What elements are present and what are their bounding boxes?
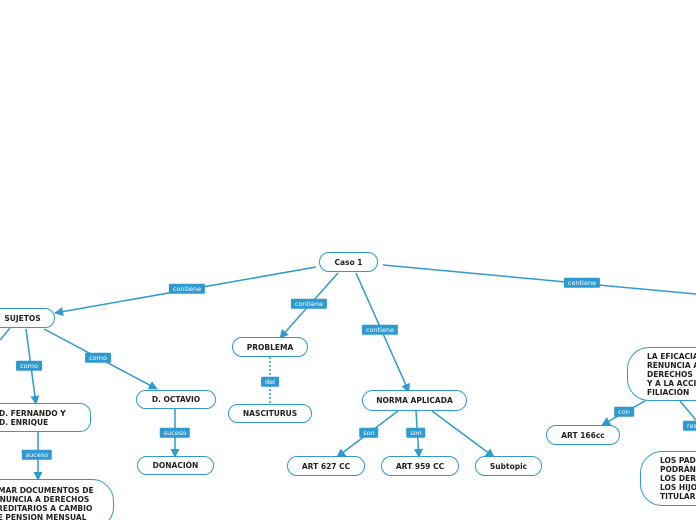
node-nasciturus[interactable]: NASCITURUS bbox=[228, 404, 312, 423]
edge-label-del: del bbox=[261, 376, 279, 388]
edge-label-contiene: contiene bbox=[168, 283, 206, 295]
node-octavio[interactable]: D. OCTAVIO bbox=[136, 390, 216, 409]
node-art-959[interactable]: ART 959 CC bbox=[381, 456, 459, 476]
edge-sujetos-left bbox=[0, 327, 11, 341]
edge-caso-right bbox=[382, 264, 696, 295]
node-donacion[interactable]: DONACIÓN bbox=[137, 456, 214, 475]
node-caso-1[interactable]: Caso 1 bbox=[319, 252, 378, 272]
edge-label-suceso: suceso bbox=[21, 449, 53, 461]
edge-label-con: con bbox=[614, 406, 634, 418]
node-art-627[interactable]: ART 627 CC bbox=[287, 456, 365, 476]
node-problema[interactable]: PROBLEMA bbox=[232, 337, 308, 357]
edge-norma-subtopic bbox=[431, 410, 495, 458]
edge-label-contiene: contiene bbox=[361, 324, 399, 336]
edge-label-contiene: contiene bbox=[290, 298, 328, 310]
node-sujetos[interactable]: SUJETOS bbox=[0, 308, 55, 328]
edge-label-son: son bbox=[359, 427, 379, 439]
node-firmar-documentos[interactable]: FIRMAR DOCUMENTOS DE RENUNCIA A DERECHOS… bbox=[0, 479, 114, 520]
node-norma-aplicada[interactable]: NORMA APLICADA bbox=[362, 390, 467, 411]
node-fernando-enrique[interactable]: D. FERNANDO Y D. ENRIQUE bbox=[0, 403, 91, 432]
edge-label-contiene: contiene bbox=[563, 277, 601, 289]
node-padres[interactable]: LOS PADR PODRÁN LOS DERE LOS HIJO TITULA… bbox=[640, 451, 696, 506]
node-art-166[interactable]: ART 166cc bbox=[546, 425, 620, 445]
edge-label-son: son bbox=[406, 427, 426, 439]
node-eficacia-renuncia[interactable]: LA EFICACIA RENUNCIA A DERECHOS S Y A LA… bbox=[627, 347, 696, 401]
edge-label-suceso: suceso bbox=[159, 427, 191, 439]
edge-eficacia-padres bbox=[679, 400, 696, 421]
edge-label-como: como bbox=[85, 352, 111, 364]
edge-label-res: res bbox=[683, 420, 696, 432]
edge-label-como: como bbox=[16, 360, 42, 372]
node-subtopic[interactable]: Subtopic bbox=[475, 456, 542, 476]
